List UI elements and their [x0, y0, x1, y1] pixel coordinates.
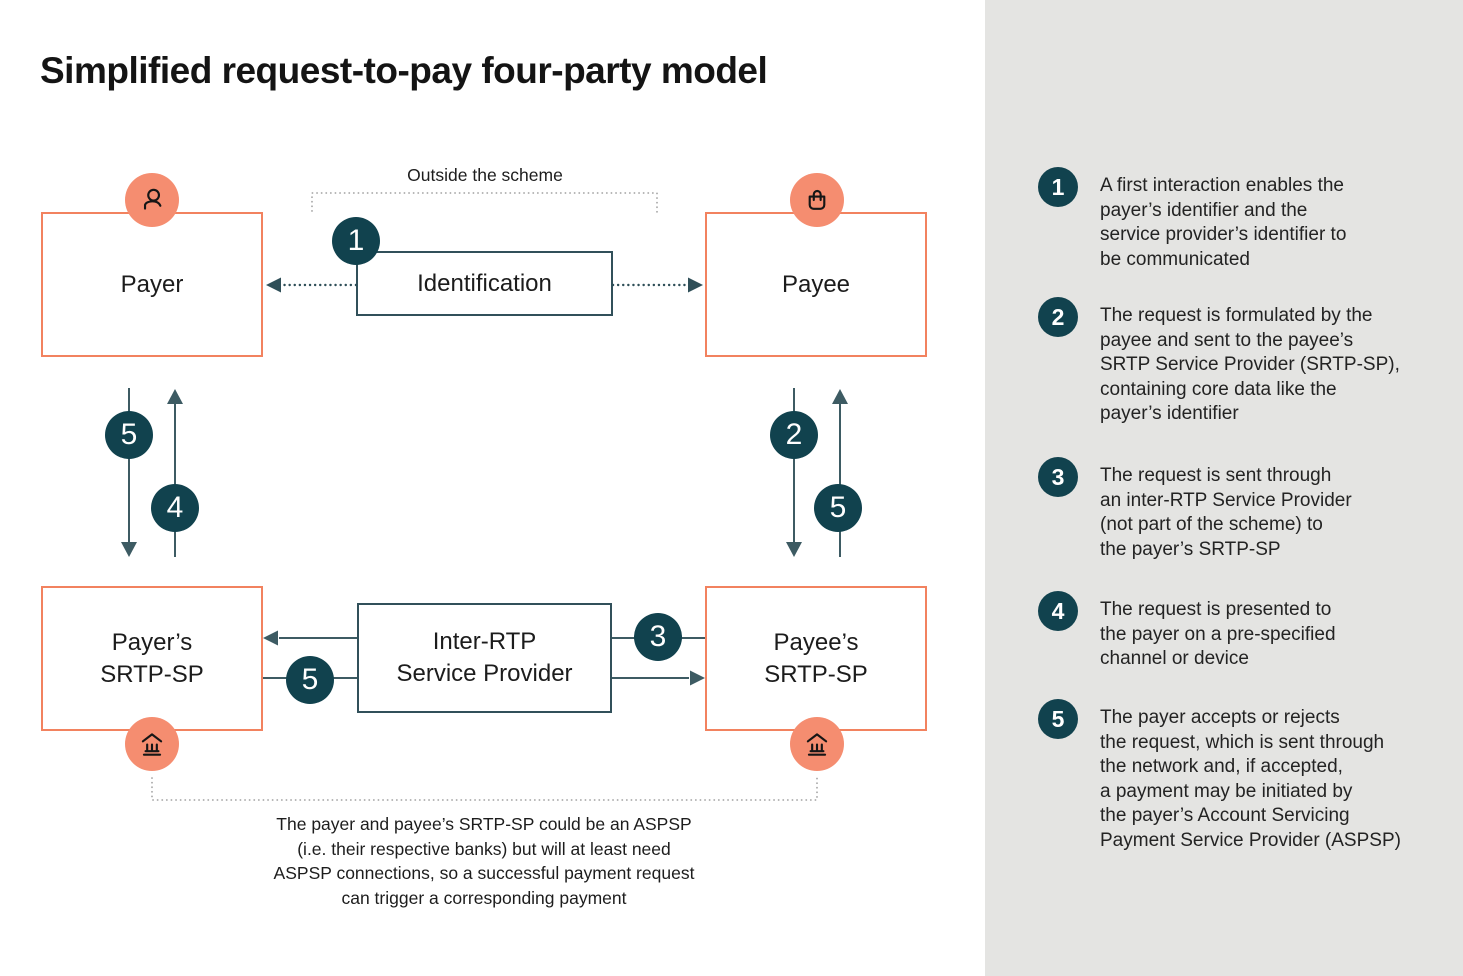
payee-avatar: [790, 173, 844, 227]
legend-item-3: 3 The request is sent through an inter-R…: [1038, 457, 1430, 562]
payer-avatar: [125, 173, 179, 227]
identification-label: Identification: [417, 269, 552, 297]
payer-box: Payer: [41, 212, 263, 357]
step-badge-5-response-to-payee: 5: [814, 484, 862, 532]
legend-badge-1: 1: [1038, 167, 1078, 207]
step-badge-3-inter-rtp: 3: [634, 613, 682, 661]
arrow-identification-to-payer: [266, 277, 358, 293]
legend-item-5: 5 The payer accepts or rejects the reque…: [1038, 699, 1430, 854]
step-badge-4-present-to-payer: 4: [151, 484, 199, 532]
payer-srtp-sp-box: Payer’s SRTP-SP: [41, 586, 263, 731]
step-badge-1-identification: 1: [332, 217, 380, 265]
payer-label: Payer: [120, 270, 184, 298]
payee-srtp-sp-box: Payee’s SRTP-SP: [705, 586, 927, 731]
legend-item-2: 2 The request is formulated by the payee…: [1038, 297, 1430, 427]
legend-item-4: 4 The request is presented to the payer …: [1038, 591, 1430, 672]
payee-srtp-bank-icon-circle: [790, 717, 844, 771]
legend-badge-3: 3: [1038, 457, 1078, 497]
inter-rtp-label: Inter-RTP Service Provider: [396, 628, 573, 687]
outside-scheme-bracket: [311, 192, 658, 215]
payer-srtp-sp-label: Payer’s SRTP-SP: [100, 628, 204, 688]
step-badge-5-srtp-to-inter: 5: [286, 656, 334, 704]
aspsp-bracket: [151, 777, 818, 801]
bank-icon: [806, 733, 828, 756]
page-title: Simplified request-to-pay four-party mod…: [40, 50, 768, 91]
legend-item-1: 1 A first interaction enables the payer’…: [1038, 167, 1430, 272]
payee-label: Payee: [781, 270, 851, 298]
arrow-identification-to-payee: [611, 277, 703, 293]
identification-box: Identification: [356, 251, 613, 316]
shopping-bag-icon: [808, 190, 826, 210]
legend-text-3: The request is sent through an inter-RTP…: [1100, 465, 1352, 560]
legend-badge-2: 2: [1038, 297, 1078, 337]
legend-text-4: The request is presented to the payer on…: [1100, 599, 1336, 670]
legend-text-2: The request is formulated by the payee a…: [1100, 305, 1400, 425]
aspsp-footnote: The payer and payee’s SRTP-SP could be a…: [273, 814, 695, 908]
step-badge-5-payer-response: 5: [105, 411, 153, 459]
payee-srtp-sp-label: Payee’s SRTP-SP: [764, 628, 868, 688]
bank-icon: [141, 733, 163, 756]
legend-text-5: The payer accepts or rejects the request…: [1100, 707, 1401, 851]
outside-the-scheme-label: Outside the scheme: [407, 165, 563, 185]
legend-text-1: A first interaction enables the payer’s …: [1100, 175, 1347, 270]
payer-srtp-bank-icon-circle: [125, 717, 179, 771]
step-badge-2-payee-request: 2: [770, 411, 818, 459]
payee-box: Payee: [705, 212, 927, 357]
legend-badge-4: 4: [1038, 591, 1078, 631]
legend-badge-5: 5: [1038, 699, 1078, 739]
person-icon: [143, 188, 162, 210]
inter-rtp-box: Inter-RTP Service Provider: [357, 603, 612, 713]
